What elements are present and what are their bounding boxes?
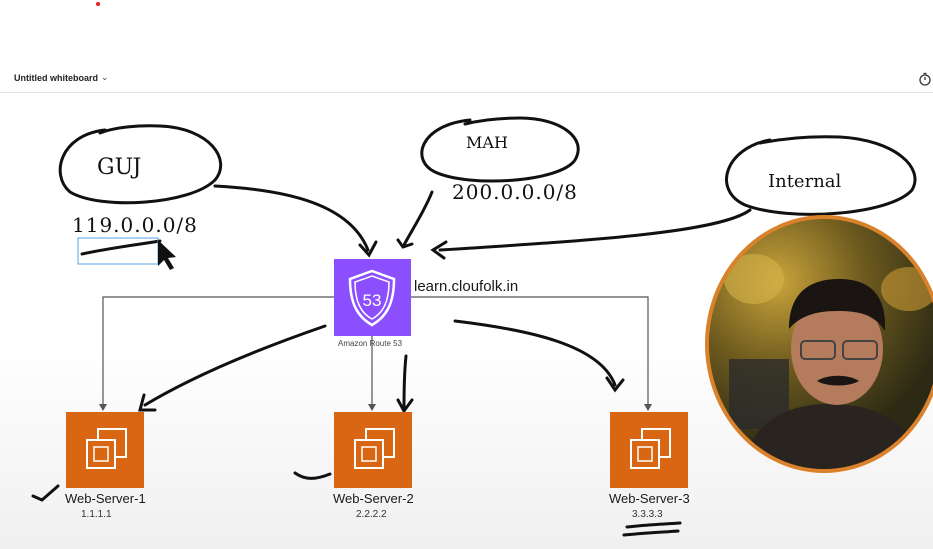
region-internal-label: Internal: [768, 171, 842, 192]
web-server-2-ip: 2.2.2.2: [356, 509, 387, 520]
web-server-1-ip: 1.1.1.1: [81, 509, 112, 520]
route53-label: Amazon Route 53: [338, 339, 403, 348]
cursor-icon: [158, 240, 176, 270]
recording-dot: [96, 2, 100, 6]
timer-icon[interactable]: [918, 72, 932, 86]
web-server-1-node[interactable]: [66, 412, 144, 488]
web-server-3-ip: 3.3.3.3: [632, 509, 663, 520]
whiteboard-title[interactable]: Untitled whiteboard: [14, 73, 98, 83]
region-mah-cidr: 200.0.0.0/8: [452, 180, 578, 204]
diagram-drawing: [31, 116, 917, 537]
top-bar: [0, 0, 933, 66]
presenter-webcam: [705, 215, 933, 473]
handdrawn-shapes: [31, 116, 917, 537]
ec2-chip-icon: [354, 428, 395, 469]
route53-node[interactable]: 53: [334, 259, 411, 336]
whiteboard-toolbar: Untitled whiteboard ⌄: [0, 66, 933, 93]
connector-arrowheads: [99, 404, 652, 411]
route53-shield-icon: 53: [348, 269, 396, 327]
chevron-down-icon[interactable]: ⌄: [101, 72, 109, 82]
route53-domain: learn.cloufolk.in: [414, 278, 519, 295]
web-server-3-name: Web-Server-3: [609, 491, 690, 506]
region-guj-label: GUJ: [97, 155, 142, 180]
ec2-chip-icon: [86, 428, 127, 469]
web-server-2-name: Web-Server-2: [333, 491, 414, 506]
region-guj-cidr: 119.0.0.0/8: [72, 213, 198, 237]
presenter-figure: [724, 254, 933, 469]
web-server-3-node[interactable]: [610, 412, 688, 488]
ec2-chip-icon: [630, 428, 671, 469]
route53-badge: 53: [363, 291, 382, 310]
region-mah-label: MAH: [466, 133, 508, 152]
connector-lines: [102, 296, 649, 410]
web-server-2-node[interactable]: [334, 412, 412, 488]
web-server-1-name: Web-Server-1: [65, 491, 146, 506]
